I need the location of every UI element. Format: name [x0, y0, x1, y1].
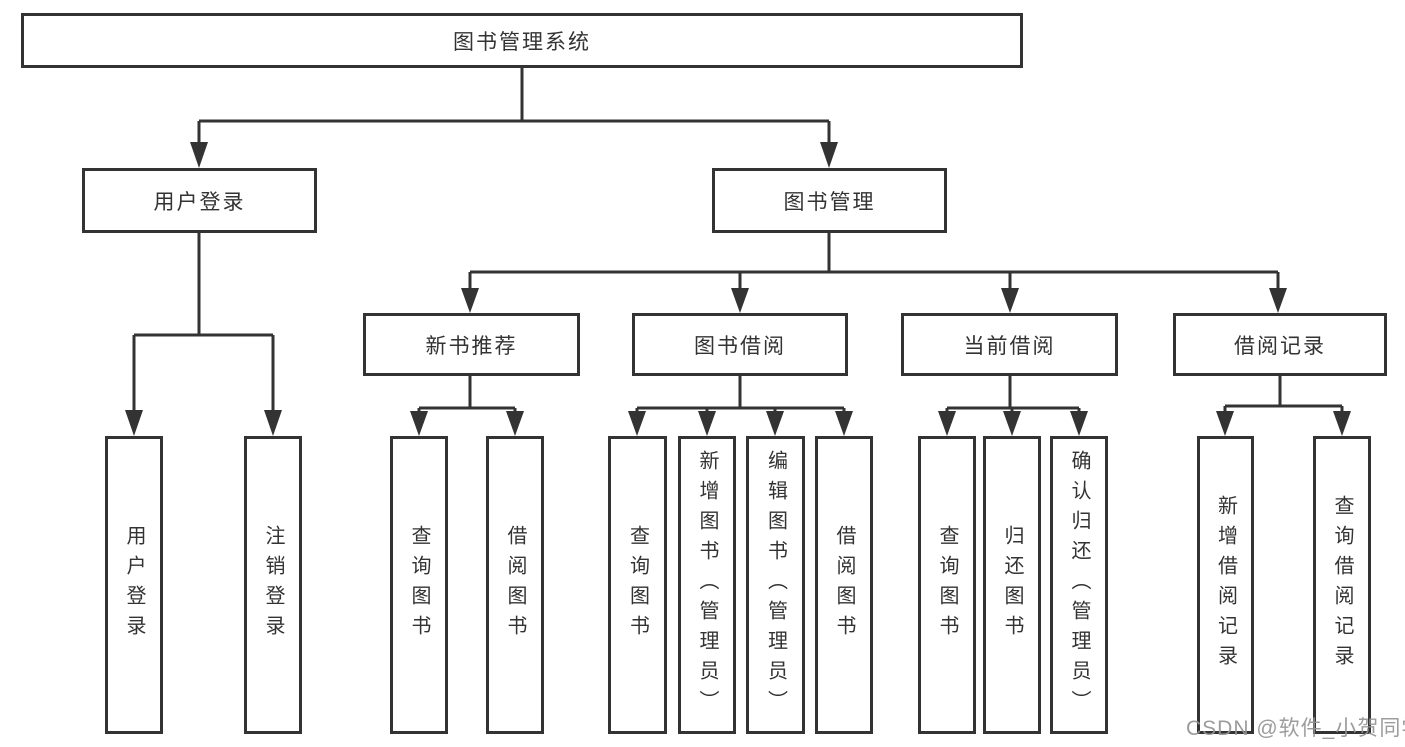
- node-label: 编辑图书（管理员）: [764, 450, 787, 720]
- node-add-borrow-record: 新增借阅记录: [1197, 436, 1254, 734]
- node-query-borrow-record: 查询借阅记录: [1313, 436, 1371, 734]
- node-logout: 注销登录: [244, 436, 302, 734]
- node-label: 借阅记录: [1234, 334, 1326, 358]
- node-label: 新增借阅记录: [1214, 495, 1237, 675]
- node-label: 图书管理系统: [453, 30, 591, 54]
- node-label: 新书推荐: [425, 334, 518, 358]
- node-label: 图书借阅: [694, 334, 786, 358]
- node-label: 查询图书: [408, 525, 430, 645]
- node-label: 归还图书: [1001, 525, 1023, 645]
- node-user-login-leaf: 用户登录: [105, 436, 163, 734]
- node-label: 确认归还（管理员）: [1068, 450, 1090, 720]
- node-new-book-recommend: 新书推荐: [363, 313, 580, 376]
- node-query-books-recommend: 查询图书: [390, 436, 448, 734]
- node-borrowing-records: 借阅记录: [1173, 313, 1387, 376]
- node-confirm-return-admin: 确认归还（管理员）: [1050, 436, 1108, 734]
- node-label: 借阅图书: [504, 525, 526, 645]
- node-borrow-books-recommend: 借阅图书: [486, 436, 544, 734]
- node-library-system: 图书管理系统: [21, 13, 1023, 68]
- node-label: 用户登录: [153, 190, 246, 214]
- node-label: 用户登录: [123, 525, 145, 645]
- node-query-books-current: 查询图书: [918, 436, 976, 734]
- node-label: 借阅图书: [833, 525, 855, 645]
- node-user-login: 用户登录: [82, 168, 317, 233]
- node-label: 新增图书（管理员）: [696, 450, 718, 720]
- csdn-watermark: CSDN @软件_小贺同学: [1186, 717, 1405, 740]
- node-borrow-books: 借阅图书: [815, 436, 873, 734]
- node-label: 查询图书: [936, 525, 958, 645]
- node-label: 查询图书: [626, 525, 649, 645]
- node-query-books-borrowing: 查询图书: [608, 436, 667, 734]
- node-label: 注销登录: [262, 525, 284, 645]
- node-return-book: 归还图书: [983, 436, 1041, 734]
- arrowhead-icons: [125, 142, 1351, 436]
- node-label: 查询借阅记录: [1331, 495, 1353, 675]
- node-label: 图书管理: [783, 190, 876, 214]
- node-current-borrowing: 当前借阅: [901, 313, 1118, 376]
- node-label: 当前借阅: [963, 334, 1056, 358]
- node-book-management: 图书管理: [712, 168, 947, 233]
- node-edit-book-admin: 编辑图书（管理员）: [746, 436, 805, 734]
- node-add-book-admin: 新增图书（管理员）: [678, 436, 736, 734]
- node-book-borrowing: 图书借阅: [632, 313, 848, 376]
